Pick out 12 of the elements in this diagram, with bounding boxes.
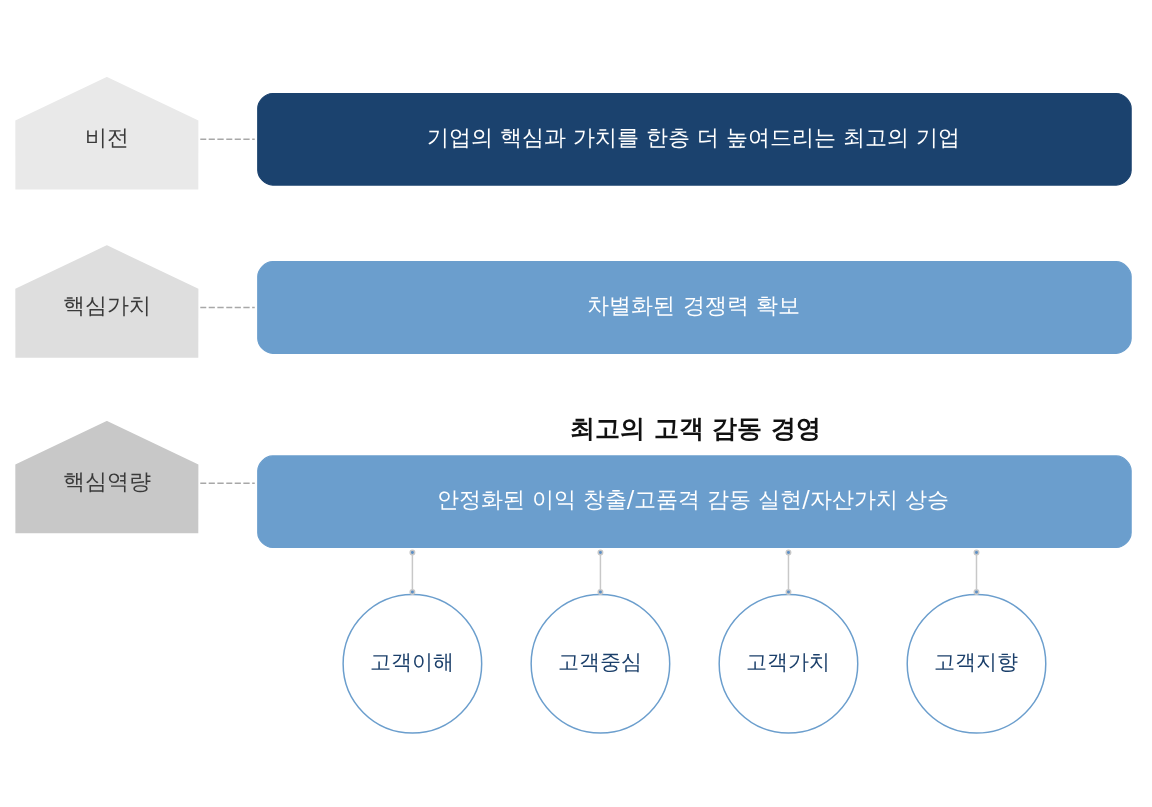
connector [199, 306, 256, 308]
connector [785, 549, 792, 595]
connector [199, 481, 256, 484]
node-circle: 고객이해 [342, 593, 483, 734]
node-circle: 고객중심 [530, 593, 671, 734]
connector [973, 549, 980, 595]
connector [597, 549, 604, 595]
connector [199, 138, 256, 140]
node-circle: 고객지향 [906, 593, 1047, 734]
node-circle: 고객가치 [718, 593, 859, 734]
node-label: 최고의 고객 감동 경영 [570, 413, 821, 443]
connector [409, 549, 416, 595]
